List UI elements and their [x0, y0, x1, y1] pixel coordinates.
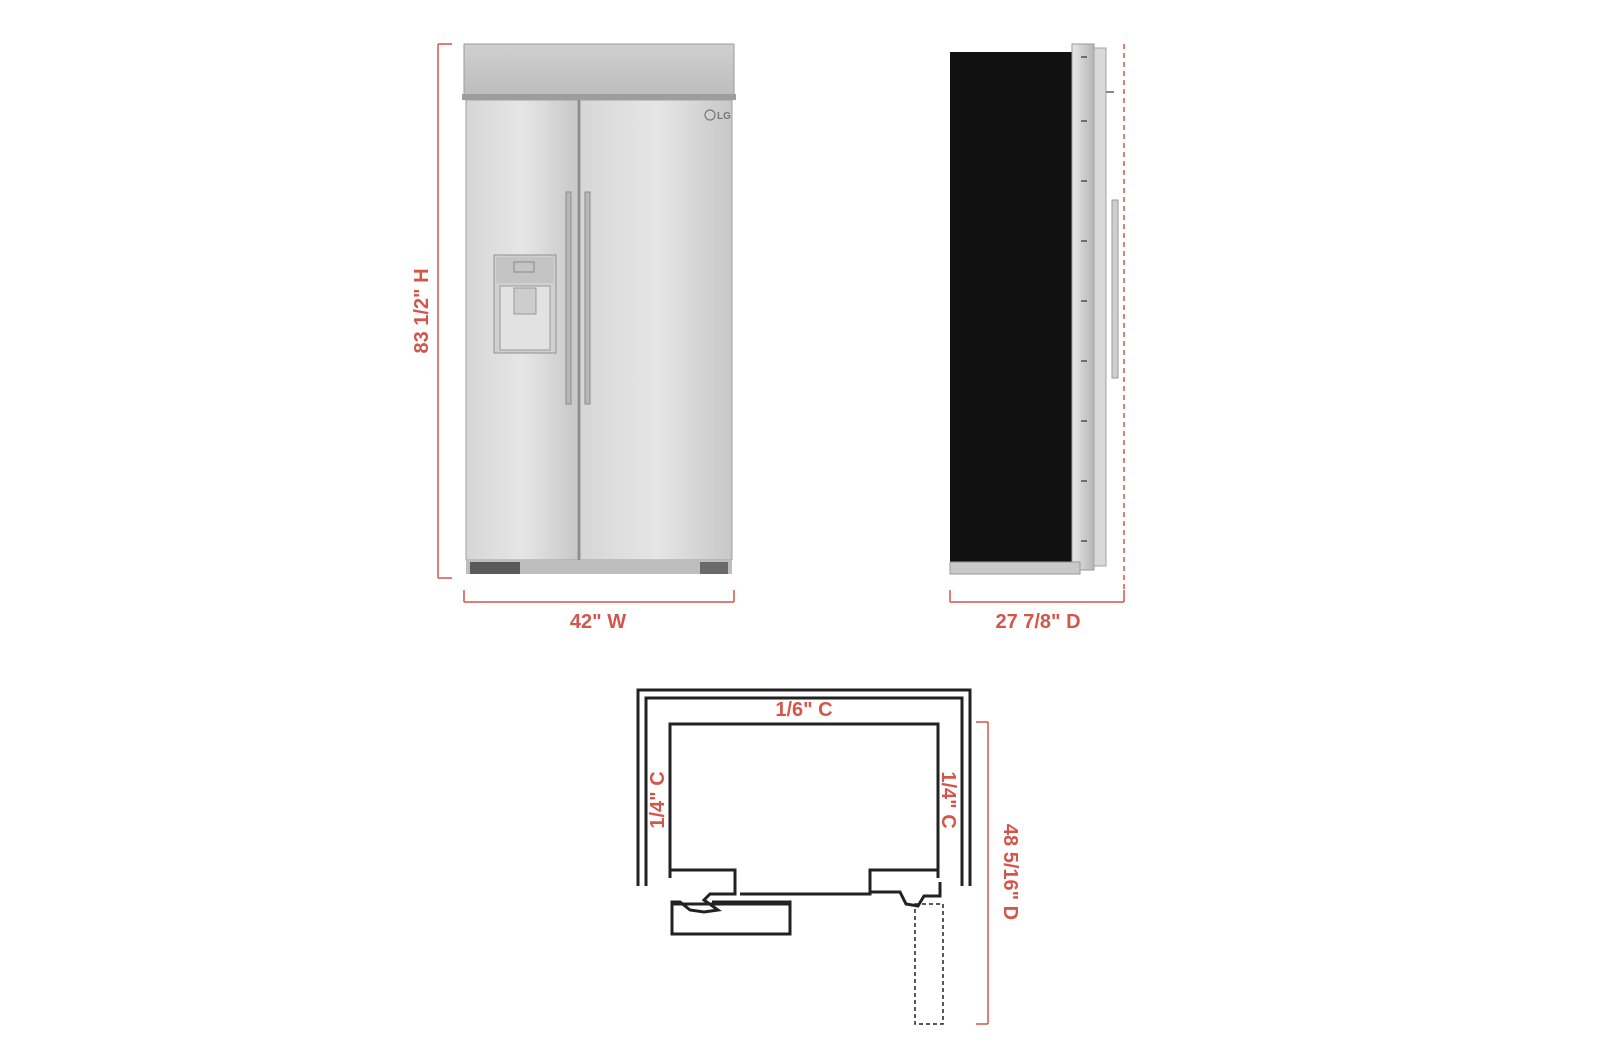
door-right-hinge	[868, 870, 942, 908]
side-base	[949, 561, 1081, 575]
width-label: 42" W	[570, 611, 626, 633]
lg-logo: LG	[704, 109, 731, 122]
door-open-depth-label: 48 5/16" D	[999, 824, 1021, 920]
door-handle-side	[1111, 199, 1119, 379]
left-clearance-label: 1/4" C	[647, 771, 669, 828]
depth-dimension: 27 7/8" D	[949, 590, 1125, 633]
top-view	[636, 688, 972, 1025]
top-view-labels: 1/6" C 1/4" C 1/4" C 48 5/16" D	[647, 699, 1021, 1025]
door-edge-outer	[1071, 43, 1095, 571]
cabinet-outer	[636, 688, 972, 886]
side-view: 27 7/8" D	[949, 43, 1125, 633]
dispenser-control-panel	[496, 257, 554, 283]
base-kickplate	[466, 560, 732, 574]
height-dimension: 83 1/2" H	[411, 43, 452, 579]
hinge-marks	[1081, 56, 1087, 542]
right-foot	[700, 562, 728, 574]
top-clearance-label: 1/6" C	[775, 699, 832, 721]
left-foot	[470, 562, 520, 574]
left-door-handle	[565, 191, 572, 405]
top-trim	[462, 94, 736, 100]
fridge-body	[668, 722, 940, 878]
top-grille-panel	[463, 43, 735, 97]
width-dimension: 42" W	[463, 590, 735, 633]
open-door-outline	[914, 903, 944, 1025]
door-edge-inner	[1093, 47, 1107, 567]
front-view: LG 83 1/2" H 42" W	[411, 43, 736, 633]
cabinet-inner	[644, 696, 964, 886]
dispenser-paddle	[513, 287, 537, 315]
brand-logo-text: LG	[717, 111, 731, 122]
right-door	[579, 99, 733, 561]
water-ice-dispenser	[493, 254, 557, 354]
side-panel	[950, 52, 1072, 562]
door-left-block	[670, 902, 792, 936]
height-label: 83 1/2" H	[411, 268, 433, 353]
door-profile	[668, 868, 940, 936]
right-clearance-label: 1/4" C	[937, 771, 959, 828]
depth-label: 27 7/8" D	[995, 611, 1080, 633]
right-door-handle	[584, 191, 591, 405]
door-open-depth-dimension: 48 5/16" D	[976, 721, 1021, 1025]
